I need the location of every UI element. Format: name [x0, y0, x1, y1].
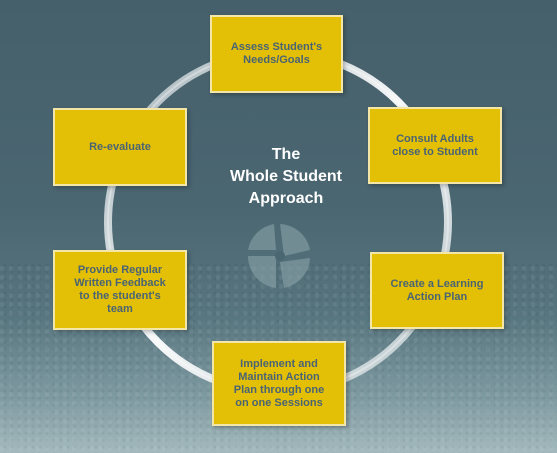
- step-implement-plan: Implement and Maintain Action Plan throu…: [212, 341, 346, 426]
- step-re-evaluate: Re-evaluate: [53, 108, 187, 186]
- step-consult-adults: Consult Adults close to Student: [368, 107, 502, 184]
- diagram-title: The Whole Student Approach: [230, 146, 342, 207]
- step-provide-feedback: Provide Regular Written Feedback to the …: [53, 250, 187, 330]
- step-assess-needs: Assess Student's Needs/Goals: [210, 15, 343, 93]
- step-create-plan: Create a Learning Action Plan: [370, 252, 504, 329]
- three-segment-circle-logo: [247, 224, 310, 288]
